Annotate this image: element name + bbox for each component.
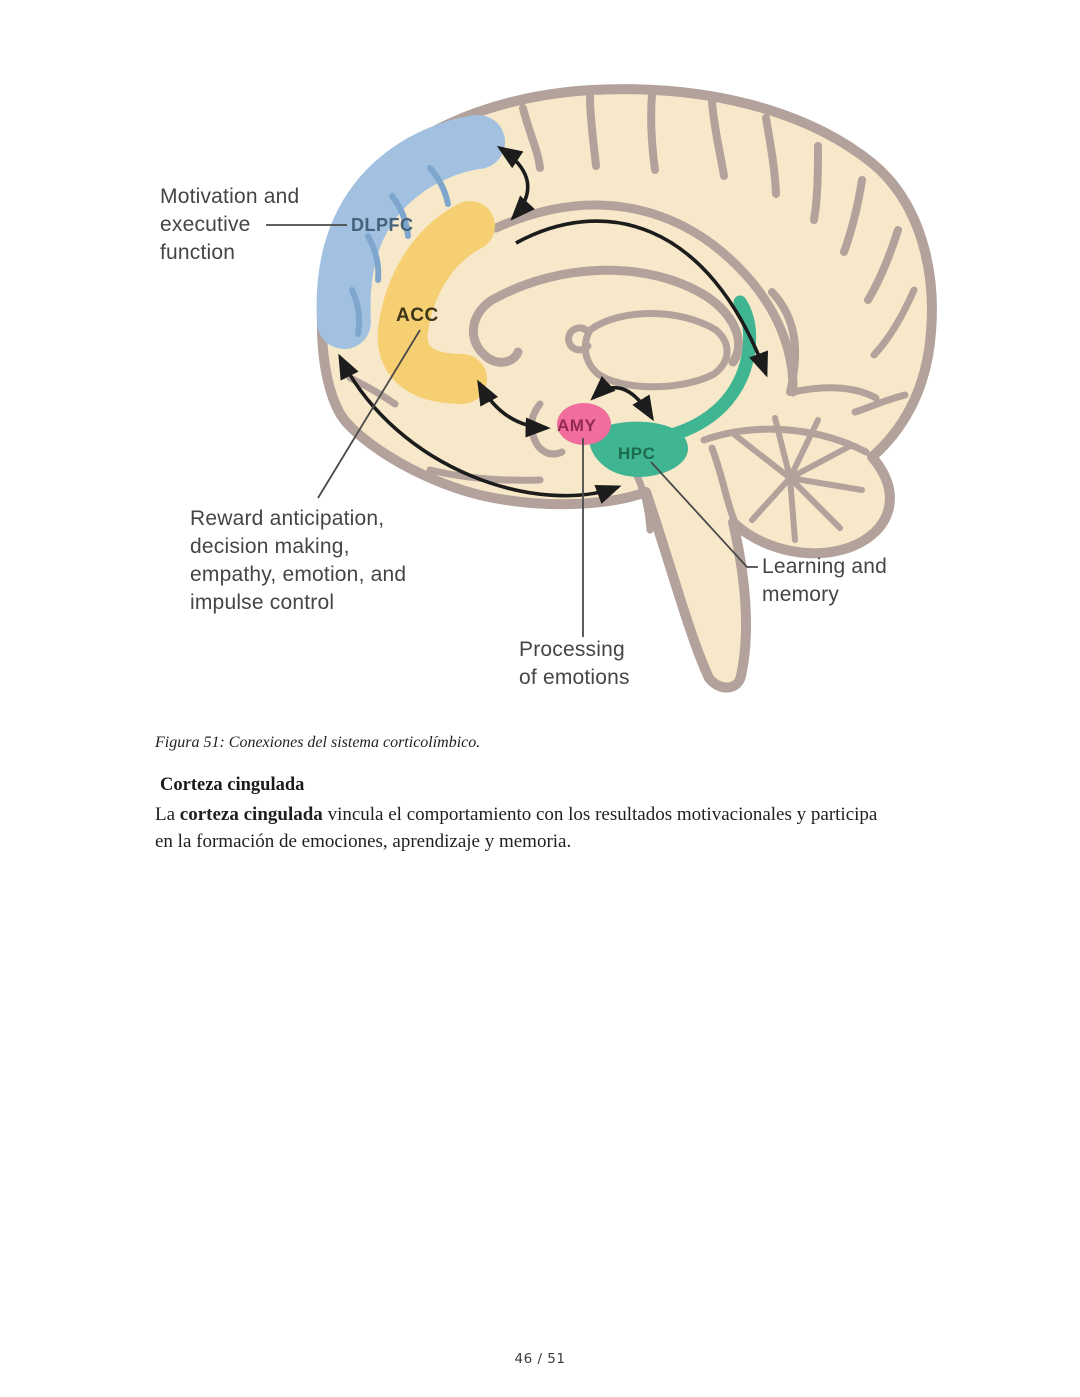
body-paragraph: La corteza cingulada vincula el comporta… bbox=[155, 801, 890, 855]
page-indicator: 46 / 51 bbox=[514, 1351, 566, 1367]
dlpfc-region bbox=[316, 115, 505, 349]
paragraph-bold-term: corteza cingulada bbox=[179, 804, 323, 825]
annotation-learning: Learning and memory bbox=[762, 553, 887, 609]
annotation-line: memory bbox=[762, 583, 840, 606]
paragraph-lead: La bbox=[155, 804, 180, 825]
annotation-processing: Processing of emotions bbox=[519, 636, 630, 692]
annotation-line: impulse control bbox=[190, 591, 335, 614]
arrow-acc-posterior bbox=[515, 219, 768, 378]
arrow-dlpfc-mpfc bbox=[496, 145, 535, 221]
paragraph-rest: vincula el comportamiento con los result… bbox=[155, 804, 878, 852]
brain-diagram: DLPFC ACC AMY HPC bbox=[266, 84, 937, 693]
arrow-frontal-hpc bbox=[338, 353, 622, 504]
annotation-line: Processing bbox=[519, 638, 625, 661]
annotation-line: Learning and bbox=[762, 555, 888, 578]
acc-label: ACC bbox=[396, 305, 439, 326]
annotation-line: of emotions bbox=[519, 666, 630, 689]
connection-arrows bbox=[338, 145, 768, 504]
annotation-line: executive bbox=[160, 213, 251, 236]
dlpfc-label: DLPFC bbox=[351, 215, 414, 235]
leader-acc-reward bbox=[317, 329, 421, 499]
annotation-motivation: Motivation and executive function bbox=[160, 183, 299, 267]
section-heading: Corteza cingulada bbox=[160, 775, 305, 795]
amy-label: AMY bbox=[557, 416, 596, 435]
hpc-label: HPC bbox=[618, 444, 655, 463]
annotation-line: decision making, bbox=[190, 535, 350, 558]
annotation-reward: Reward anticipation, decision making, em… bbox=[190, 505, 406, 617]
leader-hpc-learning bbox=[650, 461, 758, 568]
figure-corticolimbic: DLPFC ACC AMY HPC Motivation and executi… bbox=[160, 84, 937, 693]
annotation-line: Motivation and bbox=[160, 185, 300, 208]
figure-caption: Figura 51: Conexiones del sistema cortic… bbox=[155, 734, 481, 751]
annotation-line: empathy, emotion, and bbox=[190, 563, 407, 586]
leader-lines bbox=[266, 224, 758, 637]
annotation-line: Reward anticipation, bbox=[190, 507, 385, 530]
annotation-line: function bbox=[160, 241, 236, 264]
